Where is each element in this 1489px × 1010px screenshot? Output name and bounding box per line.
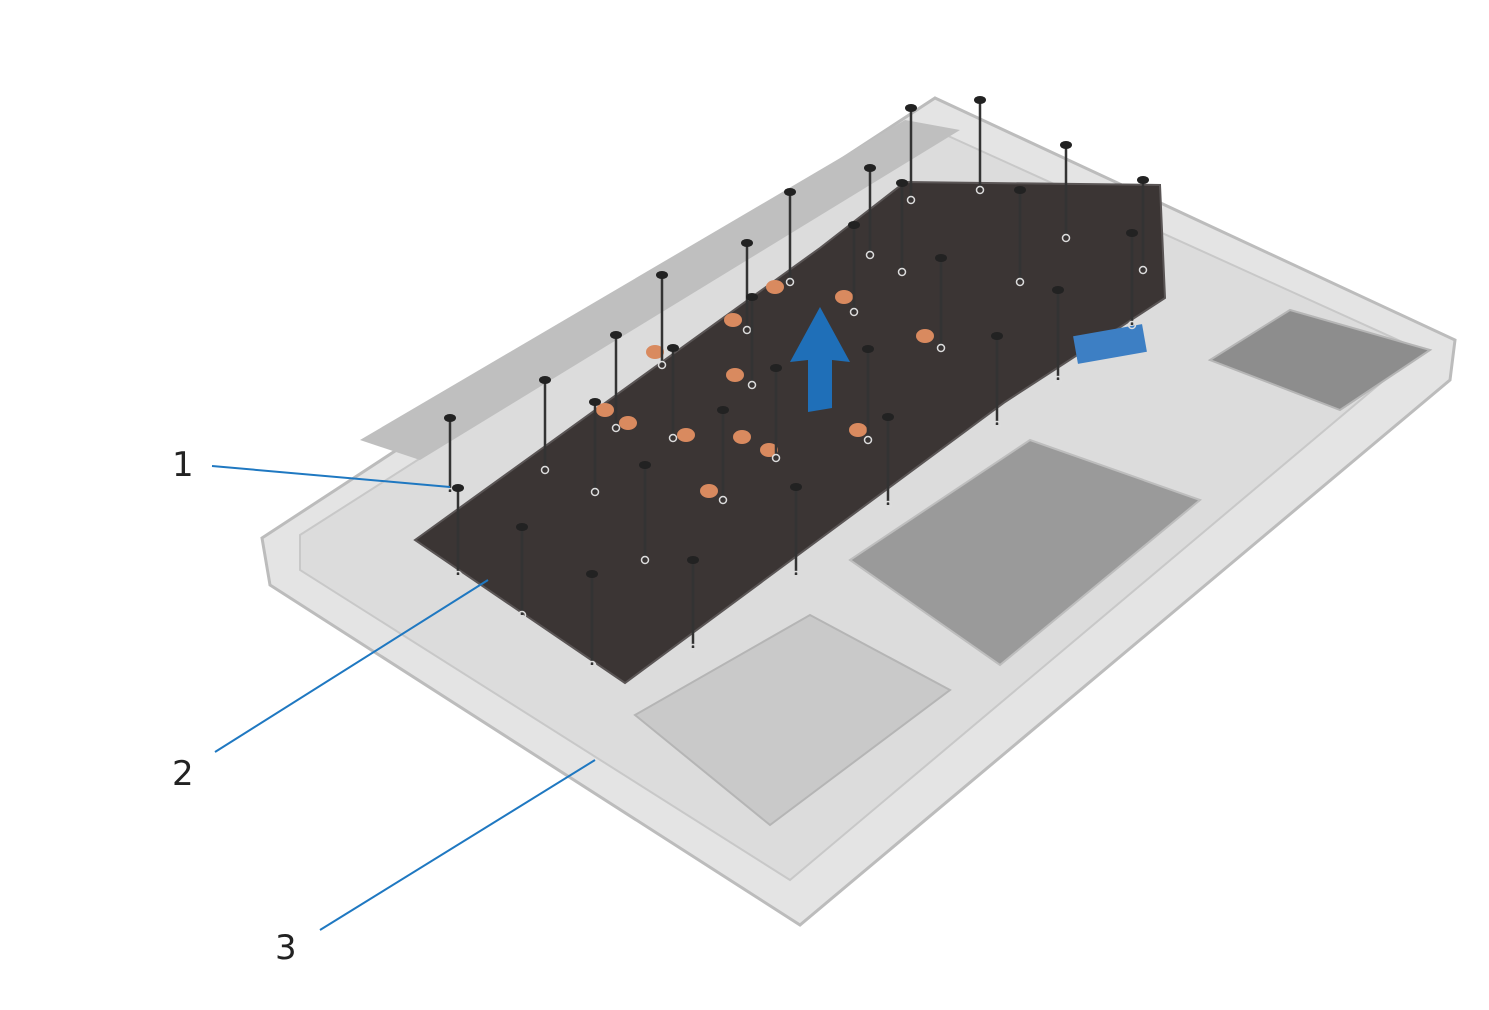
copper-tab: [835, 290, 853, 304]
screw-hole: [590, 487, 600, 497]
lift-direction-arrow: [790, 307, 850, 412]
copper-tab: [677, 428, 695, 442]
screw-hole: [1127, 320, 1137, 330]
screw-head: [589, 398, 601, 406]
screw-hole: [1053, 375, 1063, 385]
copper-tab: [724, 313, 742, 327]
screw-head: [974, 96, 986, 104]
screw-hole: [453, 570, 463, 580]
screw-head: [539, 376, 551, 384]
battery-area-left: [633, 613, 952, 827]
screw-hole: [611, 423, 621, 433]
screw-head: [656, 271, 668, 279]
copper-tab: [760, 443, 778, 457]
screw-hole: [668, 433, 678, 443]
screw-head: [639, 461, 651, 469]
screw-head: [896, 179, 908, 187]
screw-head: [610, 331, 622, 339]
callout-2-leader: [214, 579, 489, 753]
screw-head: [935, 254, 947, 262]
screw-hole: [1015, 277, 1025, 287]
screw-head: [687, 556, 699, 564]
screw-head: [864, 164, 876, 172]
screw-head: [862, 345, 874, 353]
screw-head: [905, 104, 917, 112]
copper-tab: [646, 345, 664, 359]
screw-hole: [1061, 233, 1071, 243]
screw-head: [848, 221, 860, 229]
screw-hole: [863, 435, 873, 445]
screw-hole: [718, 495, 728, 505]
screw-head: [746, 293, 758, 301]
touchpad-area: [848, 438, 1203, 667]
screw-hole: [936, 343, 946, 353]
screw-hole: [897, 267, 907, 277]
callout-2-label: 2: [172, 754, 194, 794]
screw-head: [741, 239, 753, 247]
copper-tab: [726, 368, 744, 382]
keyboard-plate: [413, 180, 1167, 685]
screw-hole: [992, 420, 1002, 430]
screw-head: [1060, 141, 1072, 149]
screw-head: [444, 414, 456, 422]
copper-tab: [596, 403, 614, 417]
screw-hole: [640, 555, 650, 565]
screw-hole: [975, 185, 985, 195]
callout-3-leader: [319, 759, 596, 931]
screw-hole: [849, 307, 859, 317]
screw-head: [991, 332, 1003, 340]
screw-head: [790, 483, 802, 491]
screw-hole: [883, 500, 893, 510]
screw-head: [667, 344, 679, 352]
callout-3-label: 3: [275, 928, 297, 968]
screw-head: [452, 484, 464, 492]
screw-head: [882, 413, 894, 421]
screw-hole: [785, 277, 795, 287]
screw-hole: [771, 453, 781, 463]
screw-hole: [1138, 265, 1148, 275]
hinge-bar: [360, 120, 960, 460]
keyboard-flex-cable: [1073, 324, 1147, 364]
screw-head: [1137, 176, 1149, 184]
screw-hole: [906, 195, 916, 205]
screw-hole: [791, 570, 801, 580]
callout-1-label: 1: [172, 445, 194, 485]
copper-tab: [700, 484, 718, 498]
screw-hole: [587, 660, 597, 670]
screw-hole: [742, 325, 752, 335]
screw-hole: [865, 250, 875, 260]
screw-head: [1126, 229, 1138, 237]
screw-head: [516, 523, 528, 531]
copper-tab: [619, 416, 637, 430]
screw-head: [717, 406, 729, 414]
battery-area-right: [1207, 308, 1433, 412]
screw-hole: [657, 360, 667, 370]
screw-hole: [517, 610, 527, 620]
copper-tab: [849, 423, 867, 437]
screw-hole: [747, 380, 757, 390]
callout-1-leader: [211, 465, 451, 488]
screw-head: [1014, 186, 1026, 194]
screw-hole: [540, 465, 550, 475]
screw-head: [586, 570, 598, 578]
screw-head: [1052, 286, 1064, 294]
copper-tab: [916, 329, 934, 343]
copper-tab: [733, 430, 751, 444]
copper-tab: [766, 280, 784, 294]
screw-head: [784, 188, 796, 196]
screw-hole: [688, 643, 698, 653]
screw-head: [770, 364, 782, 372]
screw-hole: [445, 487, 455, 497]
